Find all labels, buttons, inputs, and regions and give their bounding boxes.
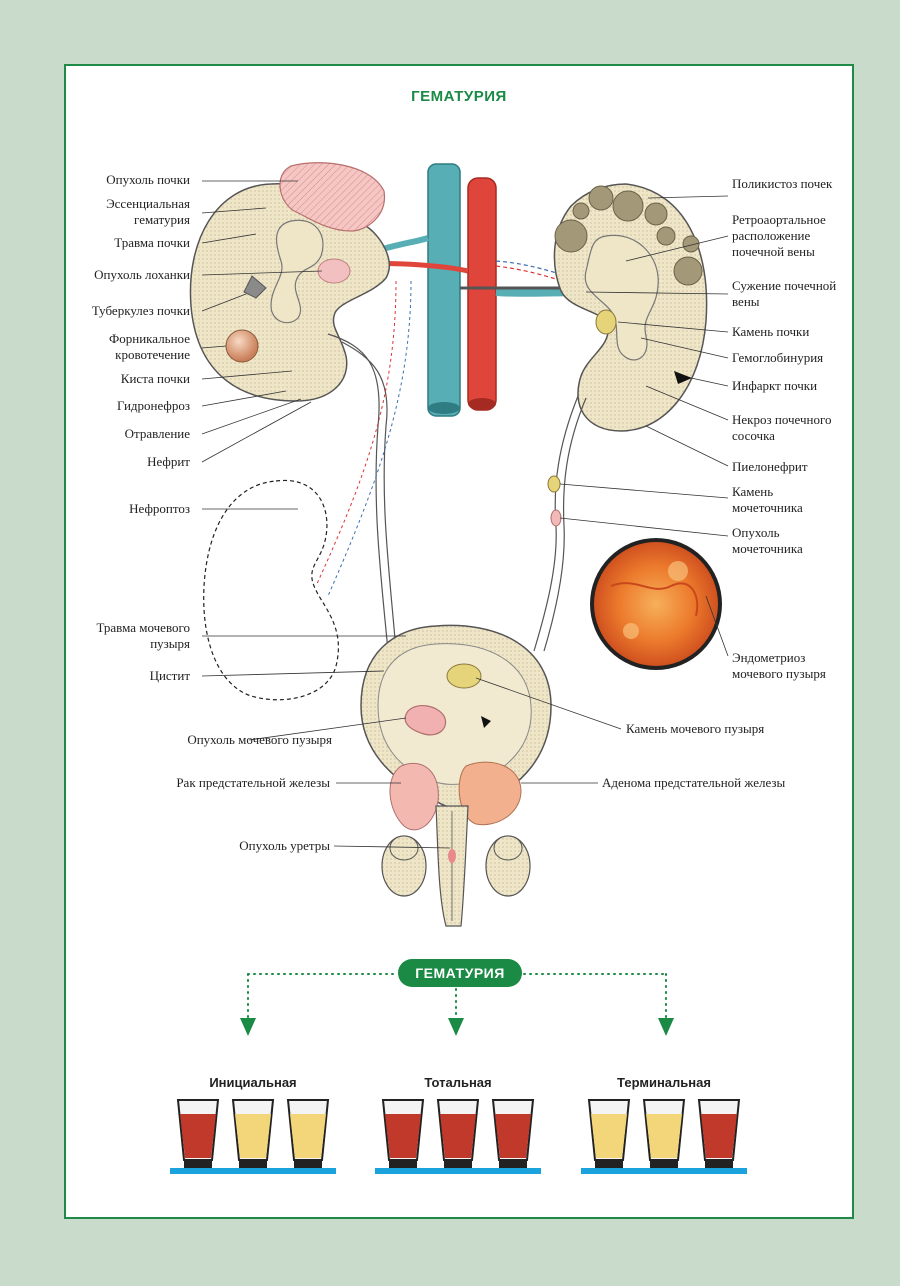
label-kidney-tuberculosis: Туберкулез почки (91, 303, 190, 318)
aorta (467, 177, 497, 411)
label-poisoning: Отравление (124, 426, 190, 441)
label-bladder-endometriosis: Эндометриоз мочевого пузыря (732, 650, 826, 681)
label-bladder-stone: Камень мочевого пузыря (626, 721, 765, 736)
urine-cup (286, 1099, 330, 1168)
label-urethra-tumor: Опухоль уретры (239, 838, 330, 853)
urine-cup (231, 1099, 275, 1168)
label-fornical-bleeding: Форникальное кровотечение (109, 331, 190, 362)
label-kidney-trauma: Травма почки (114, 235, 190, 250)
urine-cup (381, 1099, 425, 1168)
label-ureter-stone: Камень мочеточника (732, 484, 803, 515)
prostate (389, 761, 522, 831)
label-prostate-adenoma: Аденома предстательной железы (602, 775, 786, 790)
label-cystitis: Цистит (149, 668, 190, 683)
scheme-connectors (240, 973, 674, 1036)
type-initial-title: Инициальная (209, 1075, 297, 1090)
label-hydronephrosis: Гидронефроз (116, 398, 190, 413)
urine-cup (176, 1099, 220, 1168)
urine-cups (170, 1099, 747, 1174)
label-nephritis: Нефрит (147, 454, 190, 469)
bladder (360, 624, 552, 810)
urine-cup (491, 1099, 535, 1168)
label-kidney-infarction: Инфаркт почки (732, 378, 818, 393)
ureter-tumor (550, 509, 562, 527)
label-prostate-cancer: Рак предстательной железы (176, 775, 330, 790)
endometriosis-inset (590, 538, 722, 670)
urine-cup (436, 1099, 480, 1168)
ureter-stone (547, 475, 561, 493)
urine-cup (587, 1099, 631, 1168)
urine-cup (697, 1099, 741, 1168)
left-ureter (327, 333, 389, 652)
polycystic-cysts (554, 185, 703, 286)
cup-stand (581, 1168, 747, 1174)
nephroptosis-outline (203, 479, 339, 701)
poster-frame: ГЕМАТУРИЯ (64, 64, 854, 1219)
label-bladder-tumor: Опухоль мочевого пузыря (187, 732, 332, 747)
cup-stand (170, 1168, 336, 1174)
vena-cava (427, 163, 461, 417)
right-kidney (553, 183, 708, 432)
type-total-title: Тотальная (424, 1075, 492, 1090)
urethra-penis (381, 805, 531, 927)
anatomy-illustration (170, 162, 747, 1174)
label-papillary-necrosis: Некроз почечного сосочка (732, 412, 832, 443)
label-bladder-trauma: Травма мочевого пузыря (96, 620, 190, 651)
label-kidney-cyst: Киста почки (120, 371, 190, 386)
label-pelvis-tumor: Опухоль лоханки (94, 267, 190, 282)
right-ureter-inner (543, 397, 587, 652)
label-vein-stenosis: Сужение почечной вены (732, 278, 837, 309)
hematuria-badge: ГЕМАТУРИЯ (398, 959, 522, 987)
left-ureter-inner (341, 341, 397, 652)
type-terminal-title: Терминальная (617, 1075, 711, 1090)
leader-lines (201, 180, 729, 849)
label-ureter-tumor: Опухоль мочеточника (732, 525, 803, 556)
label-essential-hematuria: Эссенциальная гематурия (106, 196, 190, 227)
label-polycystic: Поликистоз почек (732, 176, 833, 191)
label-kidney-tumor: Опухоль почки (106, 172, 190, 187)
label-pyelonephritis: Пиелонефрит (732, 459, 808, 474)
label-hemoglobinuria: Гемоглобинурия (732, 350, 824, 365)
left-kidney (189, 162, 390, 402)
label-kidney-stone: Камень почки (732, 324, 810, 339)
label-retroaortic-vein: Ретроаортальное расположение почечной ве… (732, 212, 826, 259)
urine-cup (642, 1099, 686, 1168)
page-title: ГЕМАТУРИЯ (411, 88, 507, 105)
cup-stand (375, 1168, 541, 1174)
label-nephroptosis: Нефроптоз (129, 501, 190, 516)
